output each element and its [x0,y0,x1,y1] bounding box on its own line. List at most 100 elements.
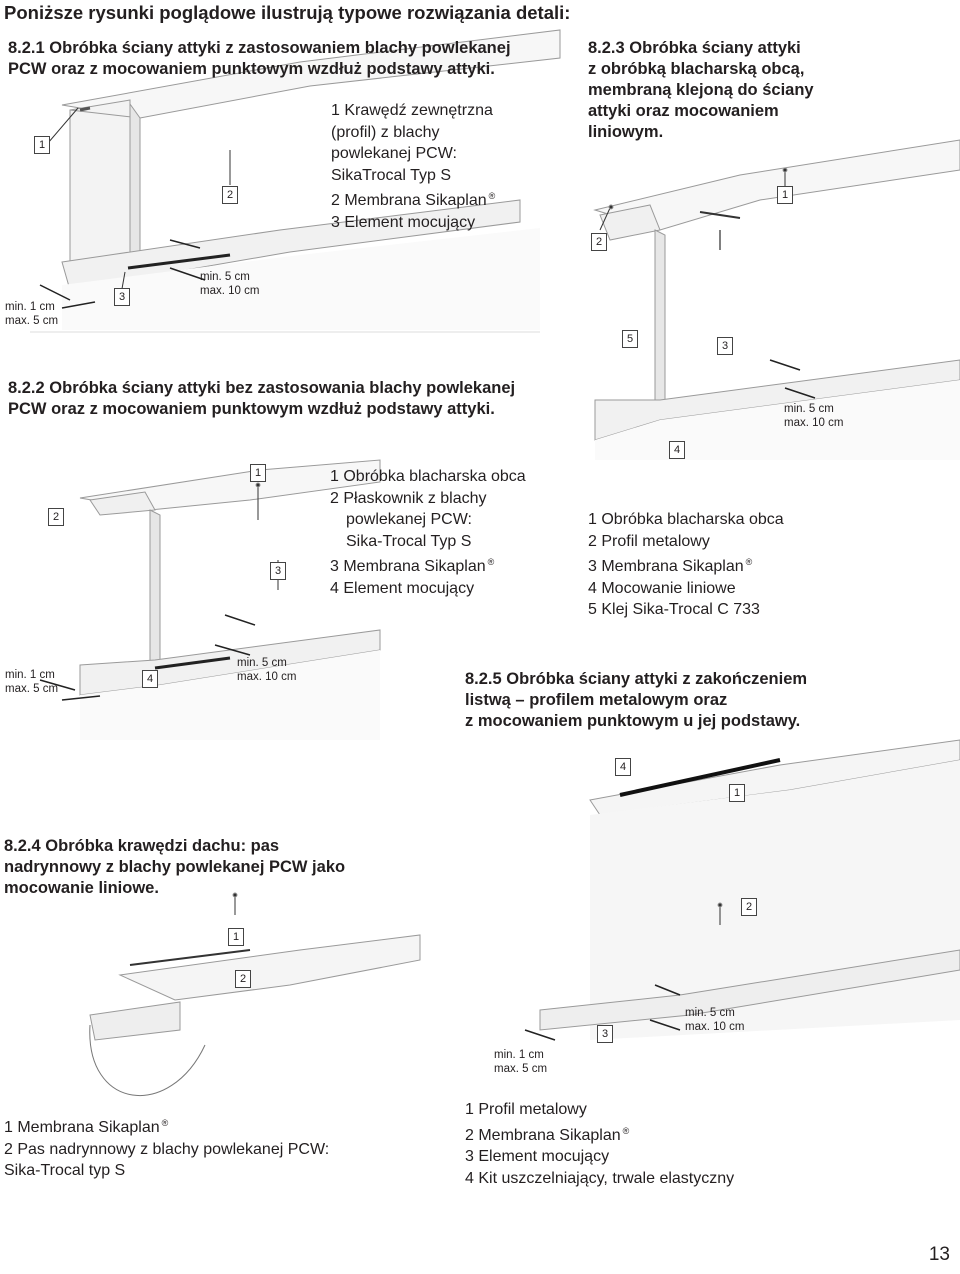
dimension-max: max. 5 cm [494,1063,548,1075]
dimension-max: max. 5 cm [5,683,59,695]
legend-item-with-mark: 2 Membrana Sikaplan® [465,1121,734,1147]
legend-item-with-mark: 3 Membrana Sikaplan® [588,552,784,578]
section-825-legend: 1 Profil metalowy 2 Membrana Sikaplan® 3… [465,1099,734,1189]
callout-tag: 2 [222,186,238,204]
dimension-min: min. 5 cm [200,271,250,283]
dimension-min: min. 5 cm [685,1007,735,1019]
figure-822-drawing [39,459,381,740]
section-821-title-line: 8.2.1 Obróbka ściany attyki z zastosowan… [8,39,511,57]
callout-tag: 2 [591,233,607,251]
dimension-min: min. 1 cm [494,1049,544,1061]
callout-tag: 3 [114,288,130,306]
dimension-label: min. 1 cm max. 5 cm [5,668,58,696]
legend-item: Sika-Trocal Typ S [346,532,472,550]
dimension-min: min. 1 cm [5,669,55,681]
section-821-title: 8.2.1 Obróbka ściany attyki z zastosowan… [8,38,511,80]
section-822-title-line: PCW oraz z mocowaniem punktowym wzdłuż p… [8,400,495,418]
section-825-title-line: z mocowaniem punktowym u jej podstawy. [465,712,801,730]
callout-tag: 5 [622,330,638,348]
legend-item: 3 Membrana Sikaplan [588,558,744,575]
page-number: 13 [928,1244,950,1265]
legend-item: 4 Element mocujący [330,579,475,597]
section-822-legend: 1 Obróbka blacharska obca 2 Płaskownik z… [330,466,526,599]
dimension-min: min. 5 cm [237,657,287,669]
legend-item: 1 Profil metalowy [465,1101,587,1118]
legend-item-with-mark: 2 Membrana Sikaplan® [331,186,495,212]
legend-item: 2 Płaskownik z blachy [330,489,487,507]
callout-tag: 2 [235,970,251,988]
registered-mark: ® [745,557,753,567]
section-825-title-line: 8.2.5 Obróbka ściany attyki z zakończeni… [465,670,808,688]
dimension-max: max. 10 cm [685,1021,745,1033]
section-824-title-line: 8.2.4 Obróbka krawędzi dachu: pas [4,837,280,855]
dimension-max: max. 5 cm [5,315,59,327]
dimension-label: min. 5 cm max. 10 cm [200,270,259,298]
section-824-title-line: mocowanie liniowe. [4,879,159,897]
section-823-title-line: attyki oraz mocowaniem [588,102,779,120]
dimension-label: min. 5 cm max. 10 cm [685,1006,744,1034]
legend-item: 2 Membrana Sikaplan [331,192,487,209]
section-821-title-line: PCW oraz z mocowaniem punktowym wzdłuż p… [8,60,495,78]
legend-item-with-mark: 3 Membrana Sikaplan® [330,552,526,578]
section-824-legend: 1 Membrana Sikaplan® 2 Pas nadrynnowy z … [4,1113,329,1182]
legend-item: 1 Obróbka blacharska obca [330,468,526,485]
legend-item: 4 Mocowanie liniowe [588,579,736,597]
registered-mark: ® [161,1118,169,1128]
legend-item: 2 Profil metalowy [588,532,710,550]
section-825-title: 8.2.5 Obróbka ściany attyki z zakończeni… [465,669,807,732]
section-823-title-line: liniowym. [588,123,664,141]
registered-mark: ® [622,1125,630,1136]
legend-item: 1 Membrana Sikaplan [4,1119,160,1136]
registered-mark: ® [487,557,495,567]
legend-item: 2 Pas nadrynnowy z blachy powlekanej PCW… [4,1140,330,1158]
legend-item: 3 Element mocujący [465,1148,610,1165]
dimension-min: min. 1 cm [5,301,55,313]
callout-tag: 4 [142,670,158,688]
legend-item: 1 Krawędź zewnętrzna [331,102,493,119]
page-intro: Poniższe rysunki poglądowe ilustrują typ… [4,2,571,23]
section-823-title-line: membraną klejoną do ściany [588,81,814,99]
section-824-title: 8.2.4 Obróbka krawędzi dachu: pas nadryn… [4,836,345,899]
dimension-label: min. 1 cm max. 5 cm [494,1048,547,1076]
section-825-title-line: listwą – profilem metalowym oraz [465,691,728,709]
dimension-label: min. 5 cm max. 10 cm [237,656,296,684]
legend-item: powlekanej PCW: [331,145,457,162]
legend-item: SikaTrocal Typ S [331,166,452,184]
section-822-title: 8.2.2 Obróbka ściany attyki bez zastosow… [8,378,515,420]
dimension-max: max. 10 cm [784,417,844,429]
figure-824-drawing [89,892,421,1096]
callout-tag: 2 [48,508,64,526]
dimension-max: max. 10 cm [237,671,297,683]
legend-item: 4 Kit uszczelniający, trwale elastyczny [465,1169,735,1187]
legend-item: 3 Membrana Sikaplan [330,558,486,575]
callout-tag: 2 [741,898,757,916]
callout-tag: 3 [717,337,733,355]
dimension-label: min. 1 cm max. 5 cm [5,300,58,328]
callout-tag: 4 [615,758,631,776]
legend-item: (profil) z blachy [331,123,440,141]
section-822-title-line: 8.2.2 Obróbka ściany attyki bez zastosow… [8,379,516,397]
legend-item: 3 Element mocujący [331,213,476,231]
callout-tag: 3 [597,1025,613,1043]
section-823-title-line: 8.2.3 Obróbka ściany attyki [588,39,801,57]
section-823-legend: 1 Obróbka blacharska obca 2 Profil metal… [588,509,784,621]
callout-tag: 1 [729,784,745,802]
section-823-title-line: z obróbką blacharską obcą, [588,60,805,78]
dimension-min: min. 5 cm [784,403,834,415]
callout-tag: 1 [34,136,50,154]
legend-item: 5 Klej Sika-Trocal C 733 [588,601,760,618]
dimension-label: min. 5 cm max. 10 cm [784,402,843,430]
section-823-title: 8.2.3 Obróbka ściany attyki z obróbką bl… [588,38,814,143]
legend-item: 1 Obróbka blacharska obca [588,511,784,528]
registered-mark: ® [488,191,496,201]
section-821-legend: 1 Krawędź zewnętrzna (profil) z blachy p… [331,100,495,233]
dimension-max: max. 10 cm [200,285,260,297]
legend-item: 2 Membrana Sikaplan [465,1126,621,1144]
callout-tag: 1 [250,464,266,482]
legend-item: Sika-Trocal typ S [4,1162,126,1179]
legend-item-with-mark: 1 Membrana Sikaplan® [4,1113,329,1139]
callout-tag: 3 [270,562,286,580]
section-824-title-line: nadrynnowy z blachy powlekanej PCW jako [4,858,346,876]
legend-item: powlekanej PCW: [346,511,472,528]
callout-tag: 1 [777,186,793,204]
